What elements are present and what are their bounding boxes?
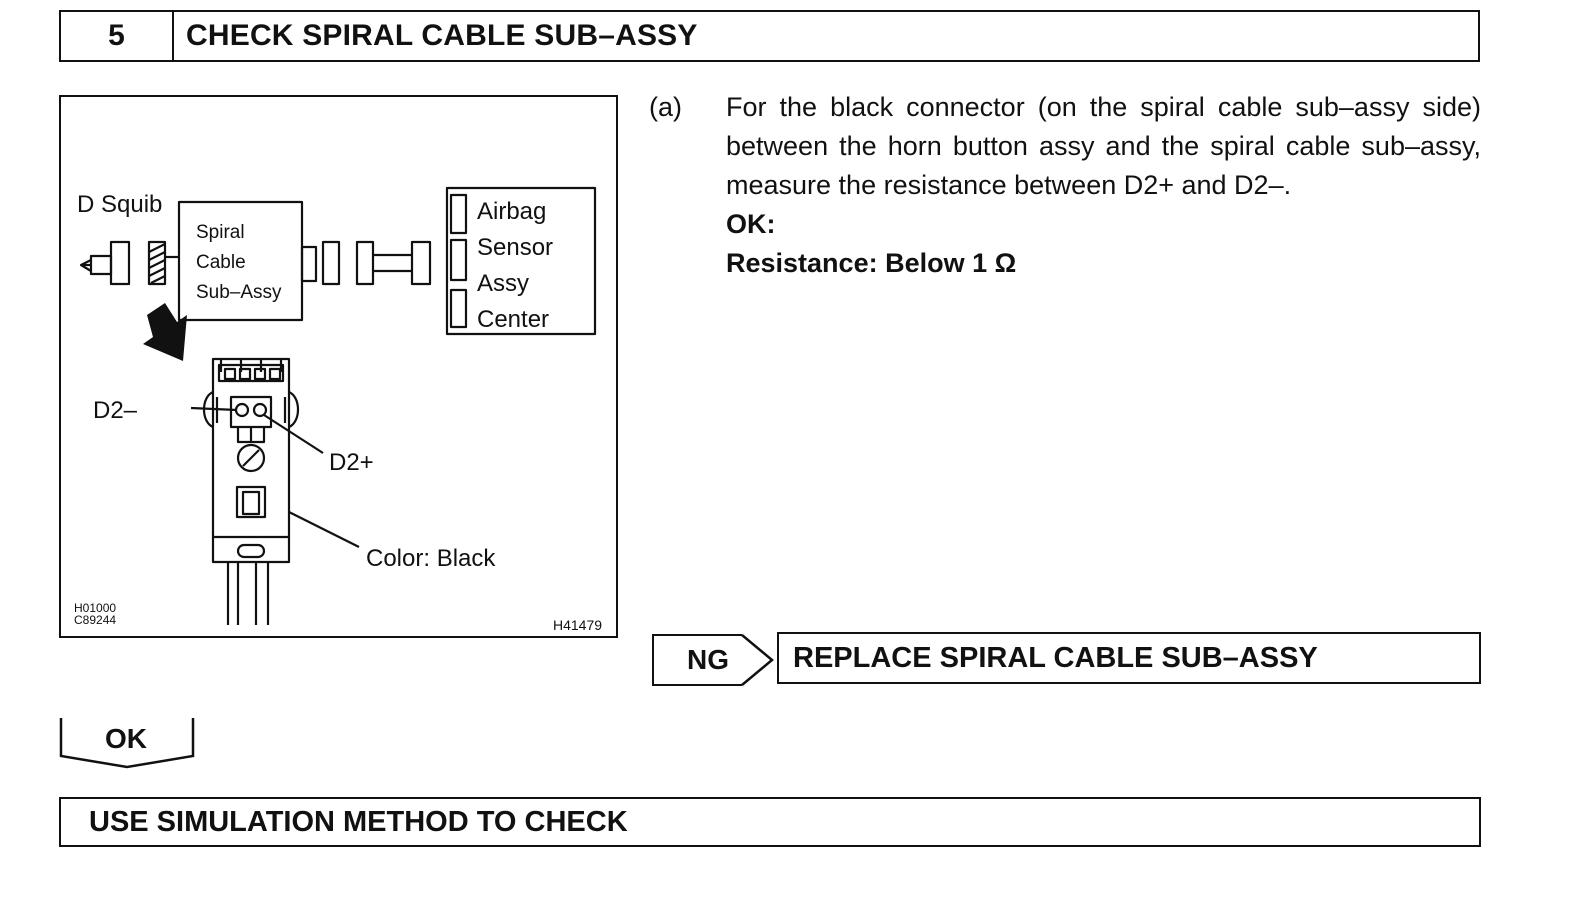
d2-plus-label: D2+ [329,449,374,476]
airbag-sensor-label-line: Assy [477,270,530,297]
instruction-text: For the black connector (on the spiral c… [726,92,1481,200]
ok-action-box: USE SIMULATION METHOD TO CHECK [59,797,1481,847]
airbag-sensor-label-line: Airbag [477,198,547,225]
instruction-body: For the black connector (on the spiral c… [726,88,1481,283]
step-number: 5 [61,12,174,60]
spiral-cable-label-line: Spiral [196,222,245,243]
spiral-cable-label-line: Cable [196,252,246,273]
connector-diagram-drawing [79,186,597,625]
figure-code-line: H01000 [74,601,117,615]
spiral-cable-label-line: Sub–Assy [196,282,282,303]
ng-arrow-icon [741,634,774,686]
ng-action-box: REPLACE SPIRAL CABLE SUB–ASSY [777,632,1481,684]
ok-branch-tag [59,718,195,769]
connector-illustration: D Squib Spiral Cable Sub–Assy Airbag Sen… [59,95,618,638]
d2-minus-label: D2– [93,397,138,424]
figure-code-left: H01000 C89244 [74,602,116,626]
airbag-sensor-label-line: Sensor [477,234,554,261]
d-squib-label: D Squib [77,191,163,218]
step-title: CHECK SPIRAL CABLE SUB–ASSY [186,19,698,52]
ok-criteria-label: OK: [726,209,776,239]
color-label: Color: Black [366,545,496,572]
step-header: 5 CHECK SPIRAL CABLE SUB–ASSY [59,10,1480,62]
figure-code-right: H41479 [553,617,603,633]
airbag-sensor-label: Airbag Sensor Assy Center [477,194,553,338]
figure-code-line: C89244 [74,613,117,627]
resistance-spec: Resistance: Below 1 Ω [726,248,1017,278]
ng-action-text: REPLACE SPIRAL CABLE SUB–ASSY [793,641,1318,674]
ok-label: OK [105,723,147,754]
ng-label: NG [687,644,729,675]
ok-action-text: USE SIMULATION METHOD TO CHECK [89,805,628,838]
spiral-cable-label: Spiral Cable Sub–Assy [196,218,282,308]
airbag-sensor-label-line: Center [477,306,550,333]
ng-branch-tag: NG [652,634,742,686]
instruction-marker: (a) [649,92,682,122]
